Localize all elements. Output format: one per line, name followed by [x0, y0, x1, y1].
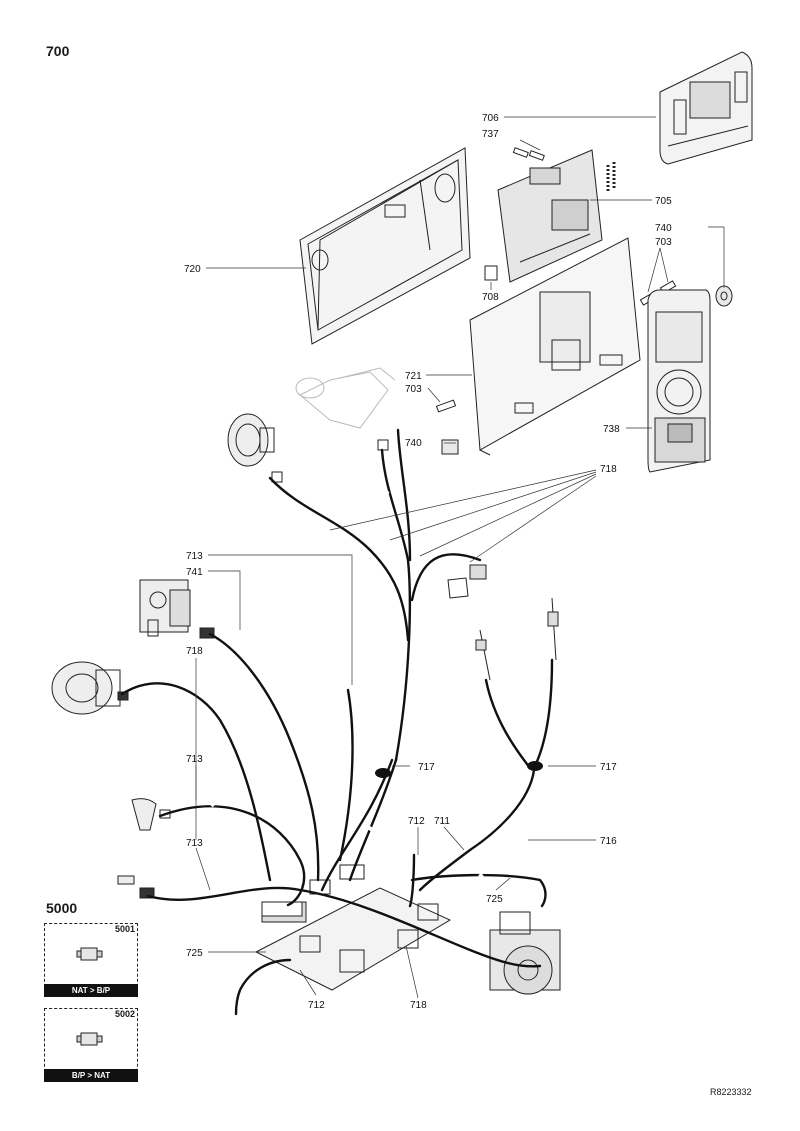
page-number: 700	[46, 43, 70, 59]
callout-713: 713	[186, 551, 203, 562]
front-panel-part	[647, 289, 711, 473]
control-pcb-part	[497, 149, 603, 283]
kit-code: 5001	[114, 924, 135, 934]
callout-725: 725	[486, 894, 503, 905]
callout-703: 703	[405, 384, 422, 395]
callout-741: 741	[186, 567, 203, 578]
temperature-probe-part	[117, 875, 155, 899]
fuse-part	[512, 147, 545, 161]
rear-casing-part	[299, 147, 471, 345]
flow-sensor-part	[131, 798, 171, 831]
callout-718: 718	[600, 464, 617, 475]
gas-valve-part	[139, 579, 191, 637]
kit-caption: NAT > B/P	[44, 984, 138, 997]
front-frame-part	[469, 237, 641, 456]
callout-738: 738	[603, 424, 620, 435]
cable-break-marks	[184, 482, 488, 974]
kit-box-5001: 5001 NAT > B/P	[44, 923, 138, 997]
callout-717: 717	[418, 762, 435, 773]
display-unit-part	[659, 51, 753, 165]
callout-716: 716	[600, 836, 617, 847]
spring-part	[606, 162, 616, 192]
callout-712: 712	[308, 1000, 325, 1011]
callout-713: 713	[186, 754, 203, 765]
callout-712: 712	[408, 816, 425, 827]
nozzle-kit-icon	[76, 947, 103, 961]
leader-lines	[195, 116, 725, 999]
nozzle-kit-icon	[76, 1032, 103, 1046]
pressure-switch-part	[227, 413, 275, 467]
callout-labels: 706 737 705 740 703 720 708 721 703 740 …	[184, 113, 672, 1011]
pump-part	[489, 911, 561, 995]
callout-737: 737	[482, 129, 499, 140]
callout-740: 740	[655, 223, 672, 234]
wiring-harness	[120, 428, 554, 1016]
knob-part	[441, 285, 733, 455]
callout-740: 740	[405, 438, 422, 449]
connector-part	[484, 265, 498, 281]
electrode-part	[475, 597, 559, 681]
ghosted-assembly	[295, 367, 396, 429]
kit-code: 5002	[114, 1009, 135, 1019]
drawing-reference: R8223332	[710, 1087, 752, 1097]
callout-721: 721	[405, 371, 422, 382]
callout-711: 711	[434, 816, 450, 827]
callout-706: 706	[482, 113, 499, 124]
callout-713: 713	[186, 838, 203, 849]
cable-ferrite	[375, 761, 543, 778]
fan-part	[51, 661, 121, 715]
connector-block	[261, 864, 365, 917]
callout-705: 705	[655, 196, 672, 207]
callout-720: 720	[184, 264, 201, 275]
harness-plug	[117, 439, 487, 701]
callout-718: 718	[410, 1000, 427, 1011]
options-section-number: 5000	[46, 900, 78, 916]
callout-708: 708	[482, 292, 499, 303]
callout-703: 703	[655, 237, 672, 248]
kit-box-5002: 5002 B/P > NAT	[44, 1008, 138, 1082]
callout-718: 718	[186, 646, 203, 657]
callout-717: 717	[600, 762, 617, 773]
kit-caption: B/P > NAT	[44, 1069, 138, 1082]
callout-725: 725	[186, 948, 203, 959]
